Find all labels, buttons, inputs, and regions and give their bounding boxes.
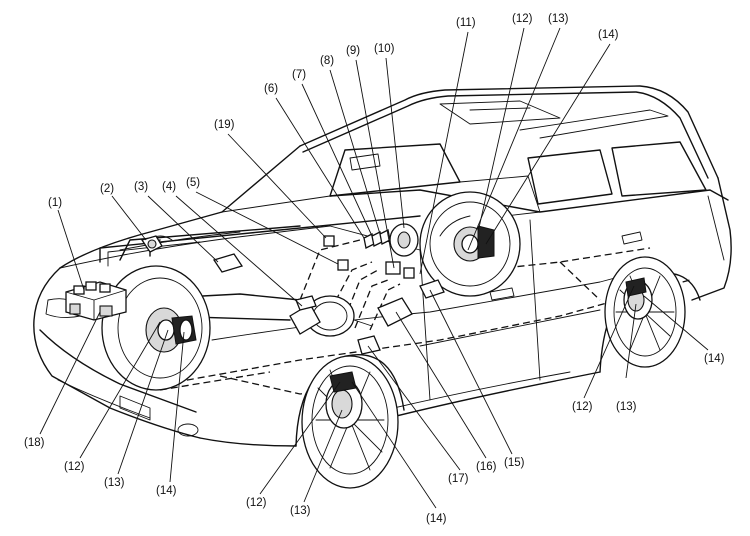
hydraulic-unit: [65, 281, 127, 321]
relays-and-sensors: [323, 223, 445, 299]
callout-5: (5): [186, 177, 200, 189]
leader-lines: [39, 27, 709, 509]
callout-12-top: (12): [512, 13, 533, 25]
callout-19: (19): [214, 119, 235, 131]
callout-12-front-far: (12): [64, 461, 85, 473]
callout-6: (6): [264, 83, 278, 95]
callout-13-front-far: (13): [104, 477, 125, 489]
callout-12-rear-near: (12): [572, 401, 593, 413]
control-module: [212, 253, 244, 273]
callout-3: (3): [134, 181, 148, 193]
callout-1: (1): [48, 197, 62, 209]
callout-14-front-far: (14): [156, 485, 177, 497]
callout-12-front-near: (12): [246, 497, 267, 509]
callout-18: (18): [24, 437, 45, 449]
callout-4: (4): [162, 181, 176, 193]
abs-module: [377, 297, 413, 327]
callout-9: (9): [346, 45, 360, 57]
callout-17: (17): [448, 473, 469, 485]
front-near-wheel: [301, 355, 399, 489]
callout-15: (15): [504, 457, 525, 469]
callout-13-top: (13): [548, 13, 569, 25]
sensor-part-2: [140, 235, 163, 253]
callout-14-front-near: (14): [426, 513, 447, 525]
callout-2: (2): [100, 183, 114, 195]
rear-near-wheel: [604, 256, 686, 368]
callout-7: (7): [292, 69, 306, 81]
callout-13-front-near: (13): [290, 505, 311, 517]
callout-14-rear-near: (14): [704, 353, 725, 365]
callout-labels: (1) (2) (3) (4) (5) (6) (7) (8) (9) (10)…: [24, 13, 725, 525]
callout-14-top: (14): [598, 29, 619, 41]
callout-11: (11): [456, 17, 476, 29]
callout-8: (8): [320, 55, 334, 67]
callout-10: (10): [374, 43, 395, 55]
callout-16: (16): [476, 461, 497, 473]
master-cylinder: [289, 295, 381, 355]
callout-13-rear-near: (13): [616, 401, 637, 413]
